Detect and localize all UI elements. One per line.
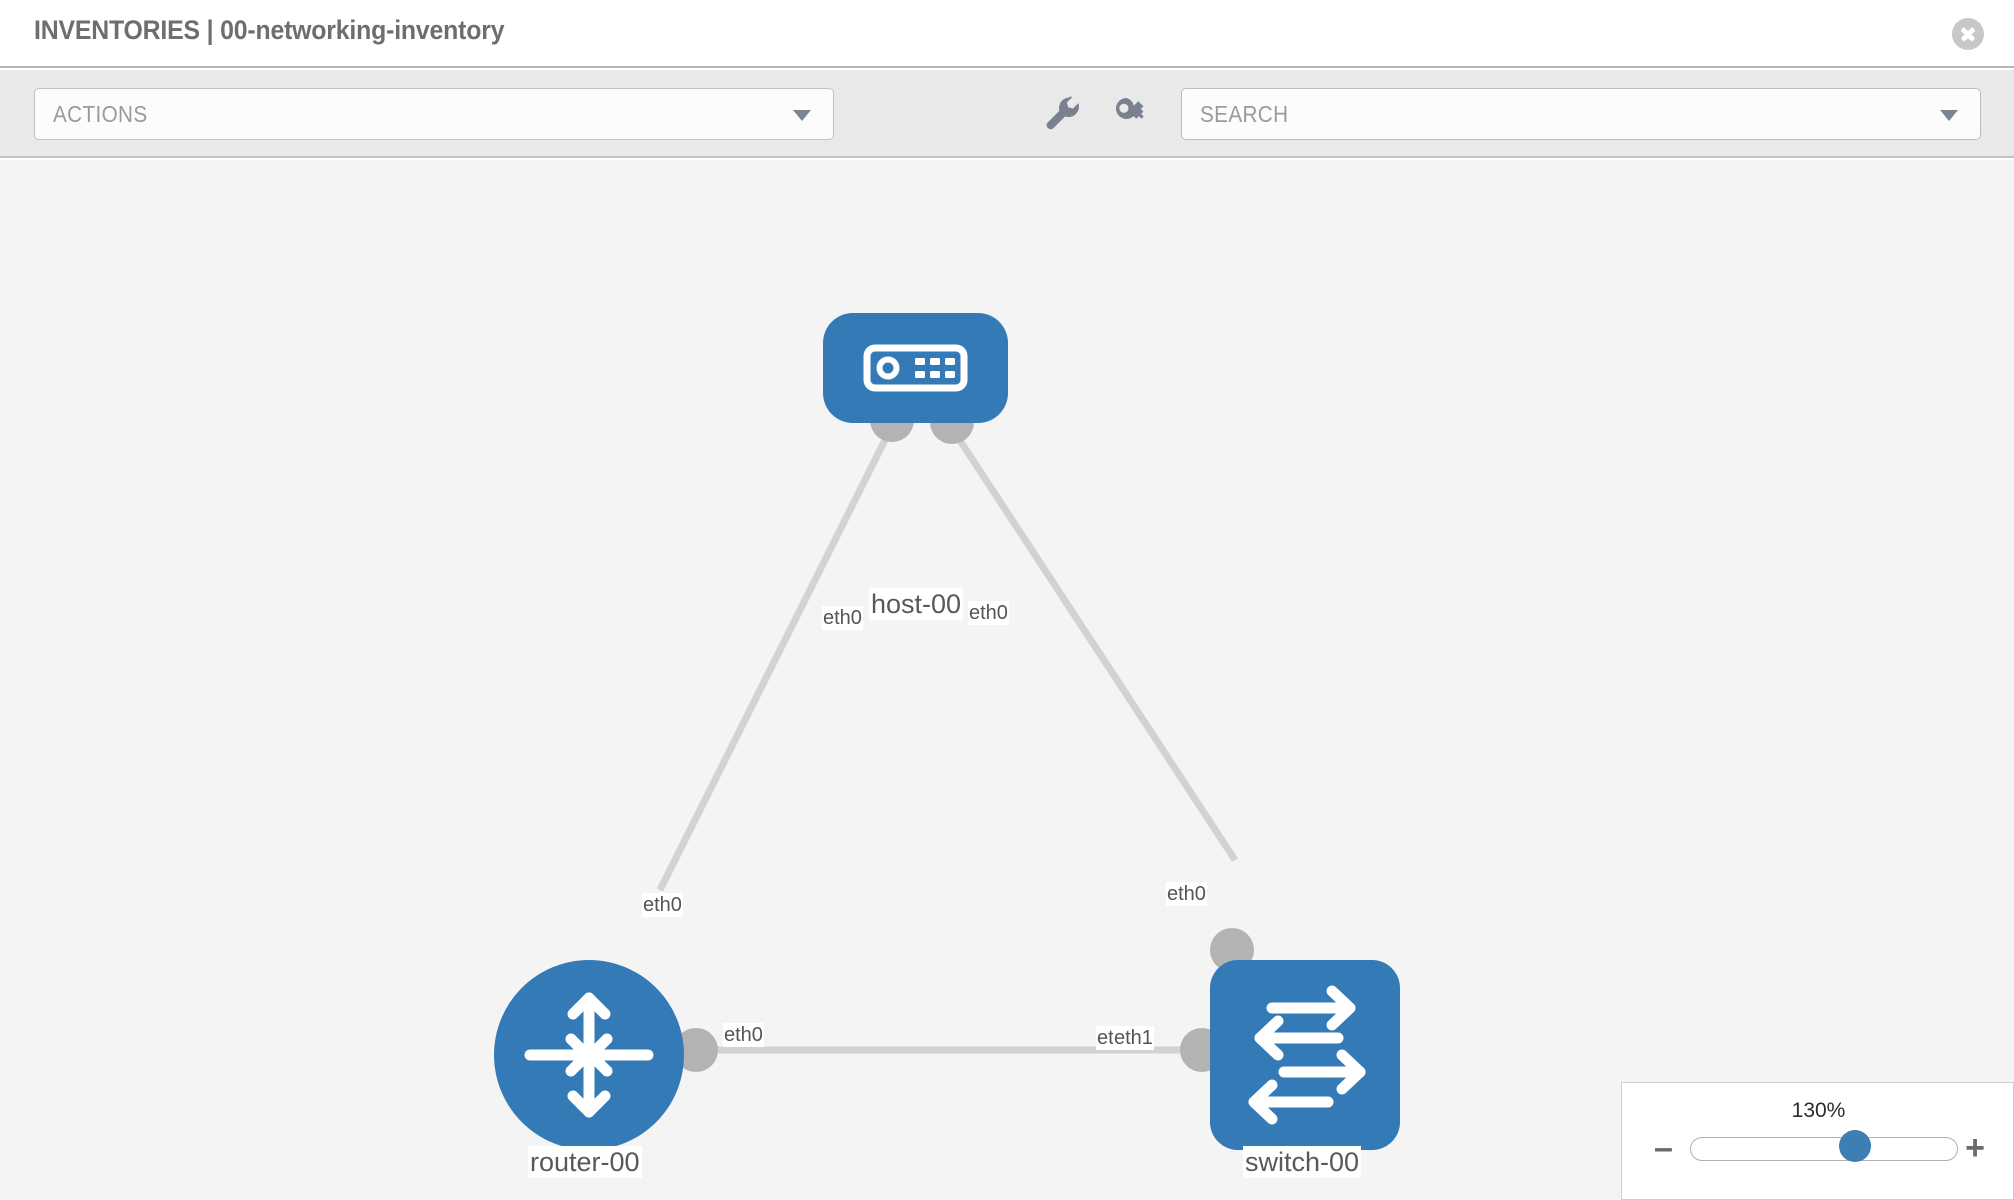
- node-label-router-00: router-00: [528, 1146, 642, 1178]
- node-label-switch-00: switch-00: [1243, 1146, 1362, 1178]
- search-input[interactable]: SEARCH: [1181, 88, 1981, 140]
- iface-label: eth0: [642, 893, 683, 917]
- iface-label: eth1: [1113, 1026, 1154, 1050]
- key-icon[interactable]: [1108, 90, 1154, 136]
- search-placeholder: SEARCH: [1200, 101, 1289, 127]
- node-host-00[interactable]: [823, 313, 1008, 423]
- node-switch-00[interactable]: [1210, 960, 1400, 1150]
- chevron-down-icon[interactable]: [1940, 110, 1958, 121]
- toolbar: ACTIONS SEARCH: [0, 70, 2014, 158]
- topology-links: [656, 408, 1238, 1054]
- link-host-switch: [937, 408, 1238, 862]
- zoom-in-button[interactable]: +: [1965, 1129, 1985, 1167]
- zoom-slider-thumb[interactable]: [1838, 1130, 1871, 1162]
- close-icon[interactable]: [1952, 18, 1984, 50]
- iface-label: eth0: [968, 601, 1009, 625]
- iface-label: eth0: [723, 1023, 764, 1047]
- page-title: INVENTORIES | 00-networking-inventory: [34, 15, 505, 45]
- router-node-shape: [494, 960, 684, 1150]
- zoom-slider-track[interactable]: [1690, 1137, 1958, 1161]
- host-node-shape: [823, 313, 1008, 423]
- actions-dropdown-label: ACTIONS: [53, 101, 148, 127]
- node-label-host-00: host-00: [869, 588, 964, 620]
- page-header: INVENTORIES | 00-networking-inventory: [0, 0, 2014, 68]
- iface-label: eth0: [822, 606, 863, 630]
- wrench-icon[interactable]: [1038, 90, 1084, 136]
- zoom-out-button[interactable]: –: [1654, 1129, 1673, 1167]
- chevron-down-icon: [793, 110, 811, 121]
- server-device-icon: [863, 344, 968, 392]
- actions-dropdown[interactable]: ACTIONS: [34, 88, 834, 140]
- switch-node-shape: [1210, 960, 1400, 1150]
- router-arrows-icon: [524, 992, 654, 1118]
- switch-arrows-icon: [1248, 985, 1366, 1125]
- iface-label: eth0: [1166, 882, 1207, 906]
- zoom-control-panel: 130% – +: [1621, 1082, 2014, 1200]
- link-host-router: [656, 408, 904, 892]
- topology-canvas[interactable]: host-00: [0, 160, 2014, 1200]
- zoom-percent-label: 130%: [1791, 1099, 1846, 1122]
- node-router-00[interactable]: [494, 960, 684, 1150]
